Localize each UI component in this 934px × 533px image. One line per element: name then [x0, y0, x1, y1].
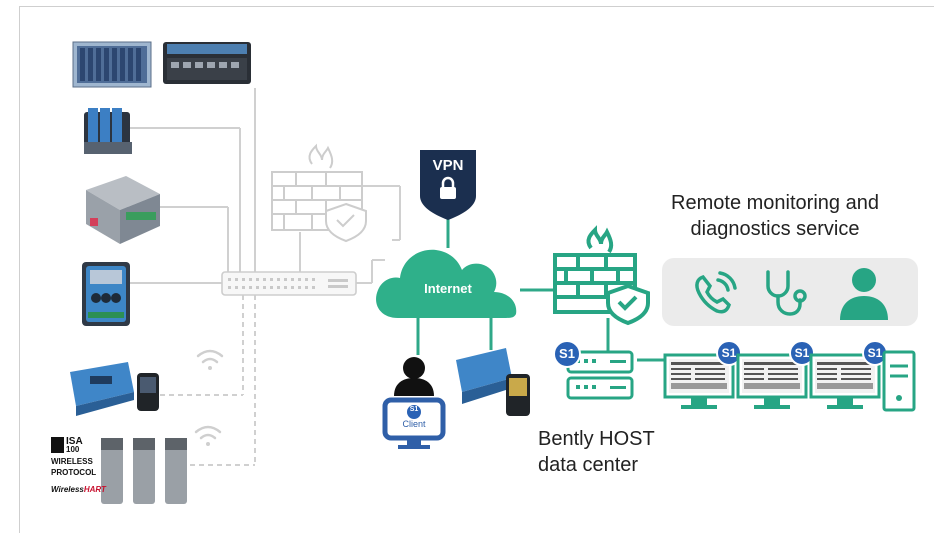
wireless-sensor-devices — [101, 438, 187, 504]
client-monitor-icon — [382, 397, 446, 449]
host-servers-icon — [553, 340, 634, 400]
portable-analyzer-device-2 — [456, 348, 530, 416]
din-module-device — [84, 108, 132, 154]
wirelesshart-logo: WirelessHART — [51, 485, 106, 494]
internet-label: Internet — [424, 281, 472, 296]
host-center-title: Bently HOST data center — [538, 426, 698, 478]
monitor-badge-2: S1 — [794, 346, 810, 360]
host-center-line1: Bently HOST — [538, 428, 655, 450]
stethoscope-icon — [766, 270, 807, 316]
device-wiring — [130, 88, 401, 466]
vpn-shield-icon — [420, 150, 476, 220]
remote-service-panel — [662, 258, 918, 326]
phone-icon — [695, 271, 737, 314]
wireless-text: WIRELESS — [51, 457, 93, 466]
firewall-gray-icon — [271, 143, 367, 243]
protocol-text: PROTOCOL — [51, 468, 97, 477]
monitor-module-device — [82, 262, 130, 326]
workstation-1 — [663, 340, 742, 409]
internet-cloud-icon — [376, 249, 517, 318]
remote-service-line2: diagnostics service — [690, 218, 860, 240]
gateway-device — [86, 176, 160, 244]
client-badge: S1 — [409, 406, 419, 413]
network-switch — [221, 271, 357, 296]
server-badge: S1 — [559, 346, 575, 361]
isa-number: 100 — [66, 445, 80, 454]
wireless-protocol-logo: ISA 100 WIRELESS PROTOCOL WirelessHART — [51, 436, 106, 507]
vpn-label: VPN — [432, 157, 464, 174]
isa-logo-mark — [51, 437, 64, 453]
isa-text: ISA — [66, 436, 83, 447]
pc-tower-icon — [882, 350, 916, 412]
monitor-badge-1: S1 — [721, 346, 737, 360]
firewall-green-icon — [553, 225, 650, 326]
rack-device-blue — [72, 41, 152, 88]
support-person-icon — [840, 268, 888, 320]
hart-suffix: HART — [83, 485, 106, 494]
workstation-2 — [736, 340, 815, 409]
client-user-icon — [394, 357, 434, 396]
portable-analyzer-device — [70, 362, 159, 416]
rack-device-black — [163, 42, 251, 84]
diagram-frame — [19, 6, 934, 533]
wifi-icon-2 — [194, 425, 222, 446]
workstation-monitors — [663, 340, 916, 412]
workstation-3 — [809, 340, 888, 409]
remote-service-title: Remote monitoring and diagnostics servic… — [630, 190, 920, 242]
wifi-icon-1 — [196, 349, 224, 370]
hart-prefix: Wireless — [51, 485, 84, 494]
monitor-badge-3: S1 — [867, 346, 883, 360]
remote-service-line1: Remote monitoring and — [671, 192, 879, 214]
client-label: Client — [402, 419, 426, 429]
host-center-line2: data center — [538, 454, 639, 476]
